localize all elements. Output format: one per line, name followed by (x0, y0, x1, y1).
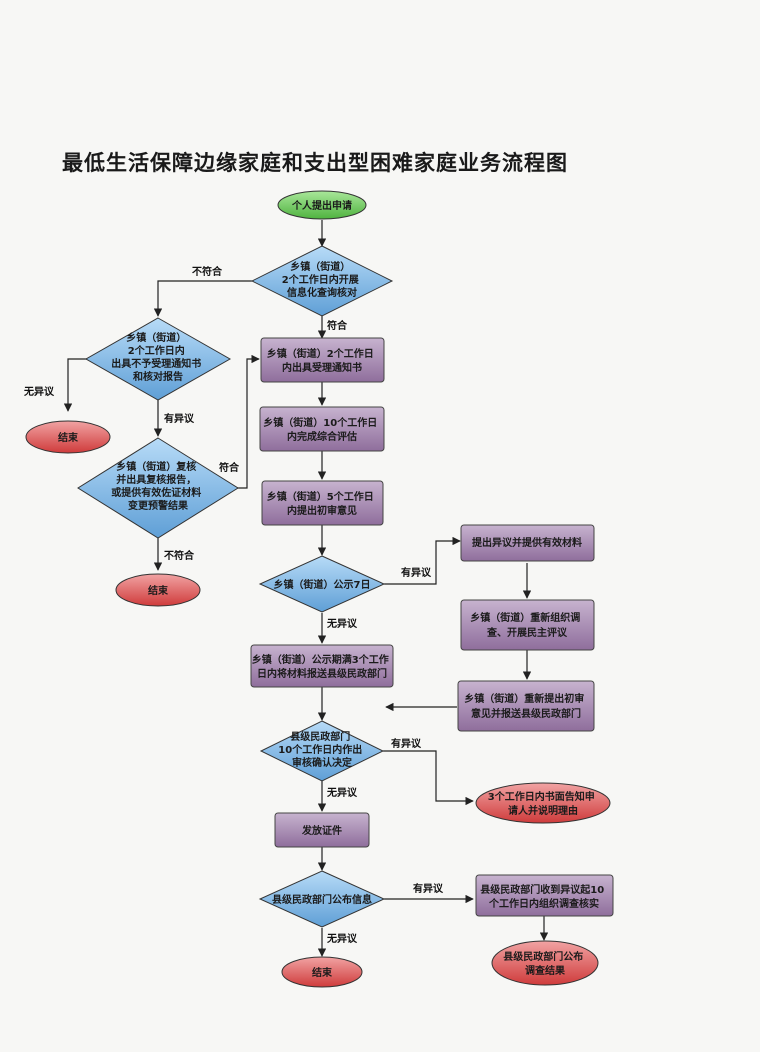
label-has-objection-3: 有异议 (391, 737, 422, 750)
label-not-meet-1: 不符合 (192, 265, 223, 278)
start-label: 个人提出申请 (291, 199, 352, 212)
process-investigate: 县级民政部门收到异议起10 个工作日内组织调查核实 (475, 874, 614, 917)
end-2-label: 结束 (148, 584, 169, 597)
process-objection: 提出异议并提供有效材料 (460, 524, 595, 562)
end-notify: 3个工作日内书面告知申 请人并说明理由 (475, 782, 611, 824)
decision-review: 乡镇（街道）复核 并出具复核报告， 或提供有效佐证材料 变更预警结果 (77, 437, 239, 539)
decision-reject-label: 乡镇（街道） 2个工作日内 出具不予受理通知书 和核对报告 (111, 331, 204, 383)
decision-verify: 乡镇（街道） 2个工作日内开展 信息化查询核对 (250, 245, 394, 317)
end-result-label: 县级民政部门公布 调查结果 (503, 950, 586, 977)
end-notify-label: 3个工作日内书面告知申 请人并说明理由 (488, 790, 598, 817)
edge-labels: 不符合 符合 无异议 有异议 符合 不符合 有异议 无异议 有异议 无异议 有异… (23, 265, 444, 945)
label-has-objection-4: 有异议 (413, 882, 444, 895)
process-report-county: 乡镇（街道）公示期满3个工作 日内将材料报送县级民政部门 (250, 644, 394, 688)
label-has-objection-2: 有异议 (401, 566, 432, 579)
process-accept-label: 乡镇（街道）2个工作日 内出具受理通知书 (267, 347, 377, 374)
label-no-objection-2: 无异议 (326, 617, 358, 630)
page-title: 最低生活保障边缘家庭和支出型困难家庭业务流程图 (62, 151, 568, 175)
process-accept: 乡镇（街道）2个工作日 内出具受理通知书 (260, 337, 385, 383)
process-objection-label: 提出异议并提供有效材料 (472, 536, 582, 549)
decision-reject: 乡镇（街道） 2个工作日内 出具不予受理通知书 和核对报告 (84, 317, 232, 401)
decision-review-label: 乡镇（街道）复核 并出具复核报告， 或提供有效佐证材料 变更预警结果 (111, 460, 204, 512)
label-no-objection-3: 无异议 (326, 786, 358, 799)
decision-verify-label: 乡镇（街道） 2个工作日内开展 信息化查询核对 (282, 260, 362, 299)
decision-publicize-label: 乡镇（街道）公示7日 (274, 578, 371, 591)
process-resubmit: 乡镇（街道）重新提出初审 意见并报送县级民政部门 (457, 680, 595, 732)
process-reorganize: 乡镇（街道）重新组织调 查、开展民主评议 (460, 599, 595, 651)
end-node-2: 结束 (115, 573, 201, 607)
decision-publicize: 乡镇（街道）公示7日 (258, 555, 386, 613)
start-node: 个人提出申请 (277, 190, 367, 220)
label-not-meet-2: 不符合 (164, 549, 195, 562)
process-assess-label: 乡镇（街道）10个工作日 内完成综合评估 (263, 416, 380, 443)
label-has-objection-1: 有异议 (164, 412, 195, 425)
process-issue-certificate: 发放证件 (274, 812, 370, 848)
decision-announce-label: 县级民政部门公布信息 (272, 893, 372, 906)
process-reorganize-label: 乡镇（街道）重新组织调 查、开展民主评议 (470, 611, 583, 639)
end-result: 县级民政部门公布 调查结果 (491, 940, 599, 986)
end-node-3: 结束 (281, 956, 363, 988)
process-issue-label: 发放证件 (301, 824, 342, 837)
process-investigate-label: 县级民政部门收到异议起10 个工作日内组织调查核实 (480, 883, 607, 910)
end-node-1: 结束 (25, 420, 111, 454)
label-meet-2: 符合 (219, 461, 240, 474)
decision-county: 县级民政部门 10个工作日内作出 审核确认决定 (259, 720, 385, 782)
label-no-objection-4: 无异议 (326, 932, 358, 945)
decision-announce: 县级民政部门公布信息 (258, 870, 386, 928)
process-initial-opinion-label: 乡镇（街道）5个工作日 内提出初审意见 (267, 490, 377, 517)
process-resubmit-label: 乡镇（街道）重新提出初审 意见并报送县级民政部门 (464, 692, 587, 720)
process-assess: 乡镇（街道）10个工作日 内完成综合评估 (259, 406, 385, 452)
end-1-label: 结束 (58, 431, 79, 444)
label-no-objection-1: 无异议 (23, 385, 55, 398)
end-3-label: 结束 (312, 966, 333, 979)
decision-county-label: 县级民政部门 10个工作日内作出 审核确认决定 (278, 730, 365, 769)
process-initial-opinion: 乡镇（街道）5个工作日 内提出初审意见 (261, 480, 384, 526)
label-meet-1: 符合 (327, 319, 348, 332)
process-report-county-label: 乡镇（街道）公示期满3个工作 日内将材料报送县级民政部门 (252, 653, 392, 680)
connectors (63, 220, 549, 957)
